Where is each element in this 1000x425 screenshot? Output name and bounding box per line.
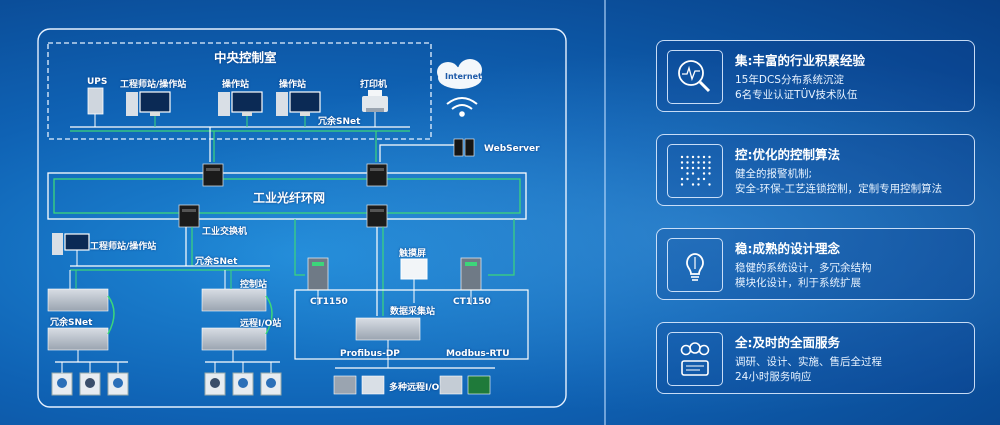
eng-station-top-label: 工程师站/操作站: [120, 80, 187, 90]
op-station-2-label: 操作站: [279, 80, 307, 90]
card-line: 健全的报警机制;: [735, 168, 813, 180]
team-icon: [667, 332, 723, 386]
card-title: 全:及时的全面服务: [735, 335, 840, 350]
data-station-rack: [355, 317, 421, 341]
right-section-frame: [294, 289, 529, 360]
switch-bottom-left: [178, 204, 200, 228]
switch-top-left: [202, 163, 224, 187]
touchscreen-label: 触摸屏: [399, 249, 427, 259]
switch-bottom-right: [366, 204, 388, 228]
op-station-1-label: 操作站: [222, 80, 250, 90]
webserver-label: WebServer: [484, 144, 540, 154]
internet-label: Internet: [445, 72, 482, 81]
wifi-icon: [446, 97, 478, 117]
left-rack-bottom: [47, 327, 109, 351]
webserver-device: [453, 138, 475, 157]
op-station-2-device: [276, 91, 321, 127]
dot-matrix-icon: [667, 144, 723, 198]
magnifier-chart-icon: [667, 50, 723, 104]
multi-remote-io-label: 多种远程I/O: [389, 383, 440, 393]
printer-device: [362, 90, 388, 127]
central-room-label: 中央控制室: [214, 50, 277, 65]
card-line: 15年DCS分布系统沉淀: [735, 74, 844, 86]
card-title: 集:丰富的行业积累经验: [735, 53, 865, 68]
eng-station-left-label: 工程师站/操作站: [90, 242, 157, 252]
op-station-1-device: [218, 91, 263, 127]
feature-card-design: 稳:成熟的设计理念 稳健的系统设计，多冗余结构 模块化设计，利于系统扩展: [656, 228, 975, 300]
vertical-separator: [604, 0, 606, 425]
cloud-icon: [437, 59, 482, 89]
profibus-label: Profibus-DP: [340, 349, 400, 359]
control-station-rack: [201, 288, 267, 312]
feature-card-experience: 集:丰富的行业积累经验 15年DCS分布系统沉淀 6名专业认证TÜV技术队伍: [656, 40, 975, 112]
ups-device: [87, 87, 104, 127]
remote-io-rack: [201, 327, 267, 351]
touchscreen-device: [400, 258, 428, 303]
eng-station-left-device: [52, 233, 90, 266]
left-rack-top: [47, 288, 109, 312]
eng-station-top-device: [126, 91, 171, 127]
modbus-label: Modbus-RTU: [446, 349, 510, 359]
outer-frame: [37, 28, 567, 408]
feature-card-service: 全:及时的全面服务 调研、设计、实施、售后全过程 24小时服务响应: [656, 322, 975, 394]
data-station-label: 数据采集站: [390, 307, 436, 317]
remote-io-station-label: 远程I/O站: [240, 319, 282, 329]
remote-io-devices: [333, 375, 491, 395]
redundant-snet-top-label: 冗余SNet: [318, 117, 361, 127]
card-line: 安全-环保-工艺连锁控制，定制专用控制算法: [735, 183, 943, 195]
printer-label: 打印机: [360, 80, 388, 90]
ct1150-right-label: CT1150: [453, 297, 491, 307]
feature-card-algorithm: 控:优化的控制算法 健全的报警机制; 安全-环保-工艺连锁控制，定制专用控制算法: [656, 134, 975, 206]
industrial-switch-label: 工业交换机: [202, 227, 248, 237]
lightbulb-icon: [667, 238, 723, 292]
ct1150-left-device: [307, 257, 329, 291]
ct1150-right-device: [460, 257, 482, 291]
card-line: 模块化设计，利于系统扩展: [735, 277, 861, 289]
control-station-label: 控制站: [240, 280, 268, 290]
fiber-ring-outer: [47, 172, 527, 220]
card-line: 6名专业认证TÜV技术队伍: [735, 89, 858, 101]
card-title: 稳:成熟的设计理念: [735, 241, 840, 256]
ring-network-label: 工业光纤环网: [253, 191, 326, 205]
network-diagram: [37, 28, 567, 408]
card-line: 调研、设计、实施、售后全过程: [735, 356, 882, 368]
card-title: 控:优化的控制算法: [735, 147, 840, 162]
field-devices-left: [51, 362, 129, 396]
redundant-snet-mid-label: 冗余SNet: [195, 257, 238, 267]
switch-top-right: [366, 163, 388, 187]
ct1150-left-label: CT1150: [310, 297, 348, 307]
fiber-ring-inner: [53, 178, 521, 214]
ups-label: UPS: [87, 77, 108, 87]
card-line: 24小时服务响应: [735, 371, 812, 383]
redundant-snet-left-label: 冗余SNet: [50, 318, 93, 328]
card-line: 稳健的系统设计，多冗余结构: [735, 262, 872, 274]
field-devices-right: [204, 362, 282, 396]
